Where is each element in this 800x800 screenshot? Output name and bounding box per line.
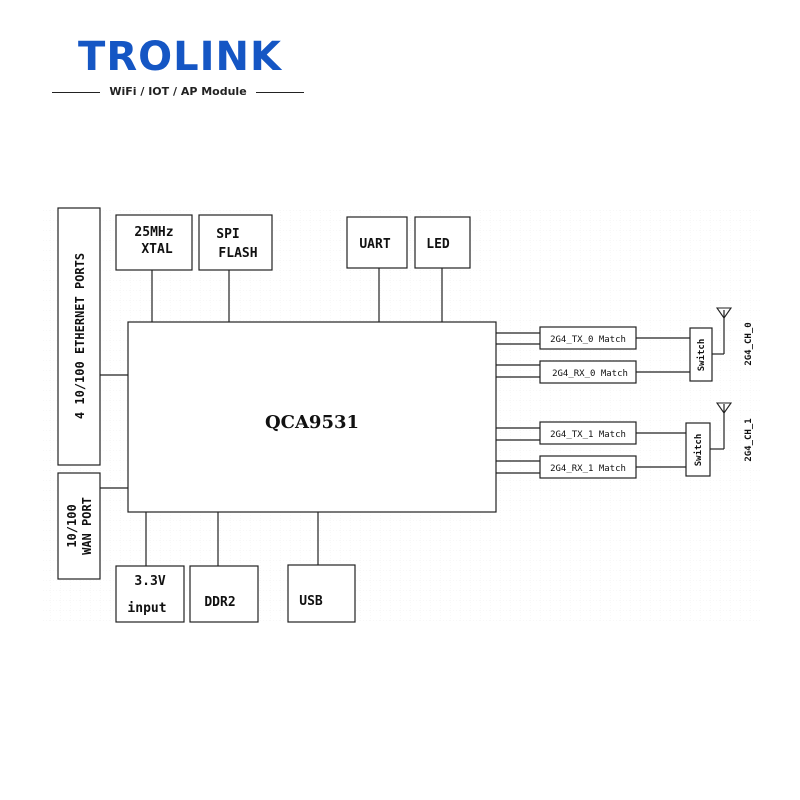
led-box [414,216,471,269]
xtal-box [115,214,193,271]
ddr2-label: DDR2 [204,595,235,610]
led-label: LED [426,237,450,252]
trolink-logo: TROLINK [78,34,282,80]
wan-port-label-1: 10/100 [65,504,79,547]
tagline: WiFi / IOT / AP Module [109,85,247,98]
tagline-divider-left [52,92,100,93]
antenna-1-label: 2G4_CH_1 [744,418,754,461]
brand-header: TROLINK [0,34,360,80]
antenna-1-icon [715,402,733,414]
usb-label: USB [299,594,323,609]
chip-box [127,321,497,513]
antenna-0-label: 2G4_CH_0 [744,322,754,365]
power-input-box [115,565,185,623]
power-label-2: input [127,601,166,616]
chip-label: QCA9531 [265,412,359,433]
switch-0-label: Switch [696,339,707,372]
ethernet-ports-box [57,207,101,466]
tx1-match-label: 2G4_TX_1 Match [550,430,626,440]
tagline-row: WiFi / IOT / AP Module [52,84,304,100]
rx1-match-label: 2G4_RX_1 Match [550,464,626,474]
power-label-1: 3.3V [134,574,165,589]
tagline-divider-right [256,92,304,93]
antenna-0-icon [715,307,733,319]
ddr2-box [189,565,259,623]
ethernet-ports-label: 4 10/100 ETHERNET PORTS [73,253,87,419]
switch-1-box [685,422,711,477]
wan-port-label-2: WAN PORT [80,497,94,555]
uart-box [346,216,408,269]
tx0-match-label: 2G4_TX_0 Match [550,335,626,345]
spi-flash-box [198,214,273,271]
wan-port-box [57,472,101,580]
usb-box [287,564,356,623]
uart-label: UART [359,237,390,252]
rx0-match-label: 2G4_RX_0 Match [552,369,628,379]
switch-1-label: Switch [693,434,704,467]
